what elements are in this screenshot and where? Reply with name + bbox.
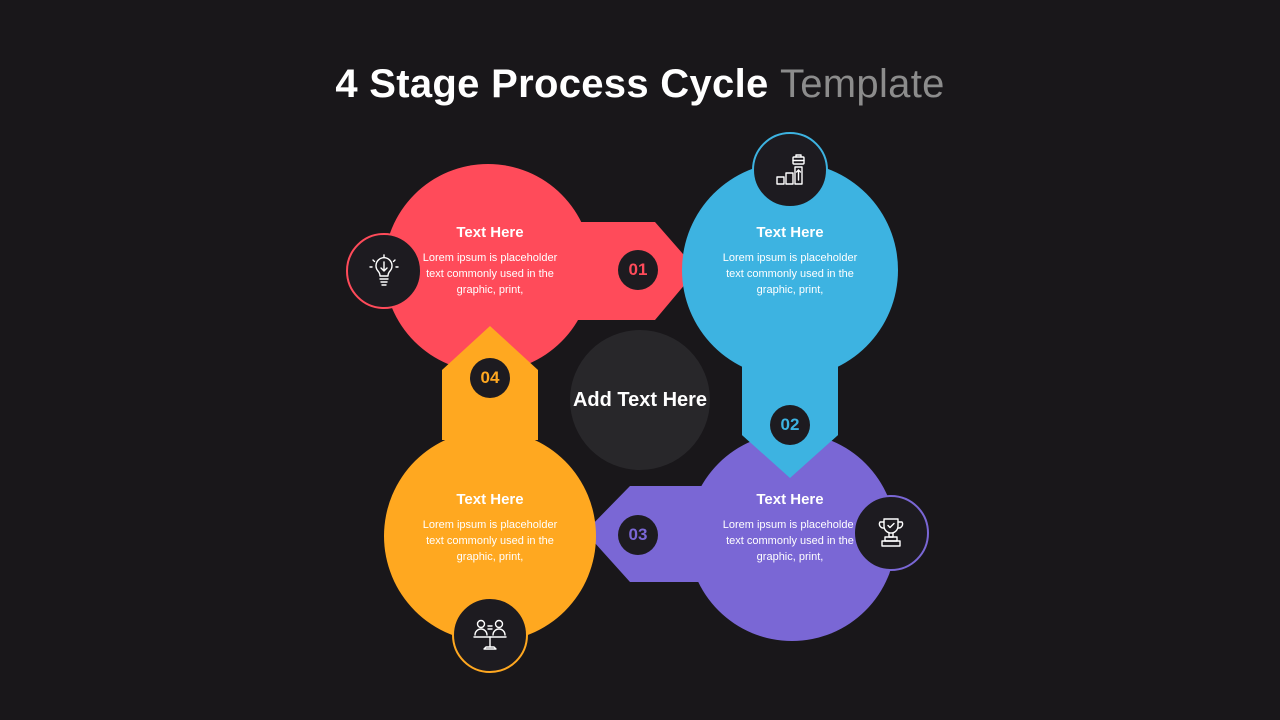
stage-4-icon-badge [452, 597, 528, 673]
stage-1-icon-badge [346, 233, 422, 309]
stage-4-text: Text Here Lorem ipsum is placeholder tex… [415, 491, 565, 565]
stage-4-heading: Text Here [456, 491, 524, 508]
center-circle [570, 330, 710, 470]
trophy-icon [878, 518, 904, 547]
stage-4-body: Lorem ipsum is placeholder text commonly… [422, 519, 558, 563]
stage-2-body: Lorem ipsum is placeholder text commonly… [722, 252, 858, 296]
stage-1-number: 01 [618, 250, 658, 290]
stage-2-number: 02 [770, 405, 810, 445]
growth-chart-icon [776, 154, 805, 185]
balance-people-icon [473, 619, 507, 650]
center-label: Add Text Here [572, 389, 708, 411]
stage-2-arrow-tip [742, 420, 838, 478]
stage-2-icon-badge [752, 132, 828, 208]
stage-1-body: Lorem ipsum is placeholder text commonly… [422, 252, 558, 296]
stage-3-heading: Text Here [756, 491, 824, 508]
stage-3-body: Lorem ipsum is placeholder text commonly… [722, 519, 858, 563]
stage-4-number: 04 [470, 358, 510, 398]
title-light: Template [779, 62, 945, 106]
title-strong: 4 Stage Process Cycle [335, 62, 769, 106]
slide-title: 4 Stage Process Cycle Template [0, 62, 1280, 107]
stage-3-text: Text Here Lorem ipsum is placeholder tex… [715, 491, 865, 565]
stage-1-text: Text Here Lorem ipsum is placeholder tex… [415, 224, 565, 298]
stage-2-heading: Text Here [756, 224, 824, 241]
stage-2-text: Text Here Lorem ipsum is placeholder tex… [715, 224, 865, 298]
stage-3-icon-badge [853, 495, 929, 571]
lightbulb-icon [369, 254, 399, 286]
stage-1-heading: Text Here [456, 224, 524, 241]
stage-3-number: 03 [618, 515, 658, 555]
